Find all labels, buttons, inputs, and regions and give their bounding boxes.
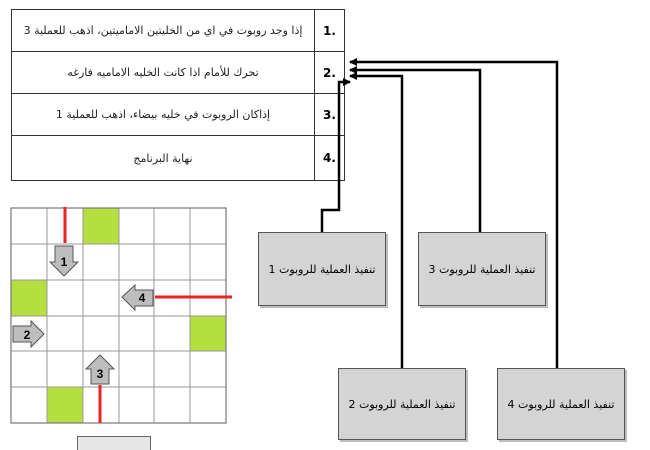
robot1-execution-box: تنفيذ العملية للروبوت 1: [258, 232, 386, 306]
robot-label: 1: [61, 255, 68, 269]
arrow-right-icon: [12, 319, 45, 349]
green-cell: [83, 208, 119, 244]
partial-box: [77, 436, 151, 450]
robot3-execution-box: تنفيذ العملية للروبوت 3: [418, 232, 546, 306]
robot-1: 1: [48, 245, 80, 277]
green-cell: [11, 280, 47, 316]
robot-label: 3: [97, 367, 104, 381]
program-step-number: 4.: [314, 136, 344, 180]
connector-robot1: [320, 78, 351, 232]
connector-arrows: [320, 58, 559, 368]
robot-4: 4: [121, 283, 154, 312]
arrow-down-icon: [48, 245, 80, 277]
program-step-text: تحرك للأمام اذا كانت الخليه الاماميه فار…: [67, 66, 259, 79]
green-cell: [190, 316, 226, 351]
game-grid: 1 2 3 4: [10, 207, 232, 424]
program-step-4: نهاية البرنامج 4.: [12, 136, 344, 180]
connector-robot2: [349, 72, 404, 368]
program-step-text: إذا وجد روبوت في اي من الخليتين الاماميت…: [23, 24, 303, 37]
arrow-up-icon: [84, 354, 116, 385]
connector-robot4: [349, 58, 559, 368]
robot-label: 4: [139, 291, 146, 305]
robot2-execution-box: تنفيذ العملية للروبوت 2: [338, 368, 466, 440]
arrow-left-icon: [121, 283, 154, 312]
program-step-number: 1.: [314, 10, 344, 51]
program-step-text: نهاية البرنامج: [133, 151, 193, 165]
program-step-text: إذاكان الروبوت في خليه بيضاء، اذهب للعمل…: [55, 108, 271, 121]
robot-2: 2: [12, 319, 45, 349]
robot-3: 3: [84, 354, 116, 385]
program-step-number: 3.: [314, 94, 344, 135]
robot-label: 2: [24, 328, 31, 342]
connector-robot3: [349, 66, 482, 232]
green-cell: [47, 387, 83, 423]
program-step-2: تحرك للأمام اذا كانت الخليه الاماميه فار…: [12, 52, 344, 94]
program-step-number: 2.: [314, 52, 344, 93]
robot4-execution-box: تنفيذ العملية للروبوت 4: [497, 368, 625, 440]
program-step-1: إذا وجد روبوت في اي من الخليتين الاماميت…: [12, 10, 344, 52]
program-step-3: إذاكان الروبوت في خليه بيضاء، اذهب للعمل…: [12, 94, 344, 136]
program-table: إذا وجد روبوت في اي من الخليتين الاماميت…: [11, 9, 345, 181]
